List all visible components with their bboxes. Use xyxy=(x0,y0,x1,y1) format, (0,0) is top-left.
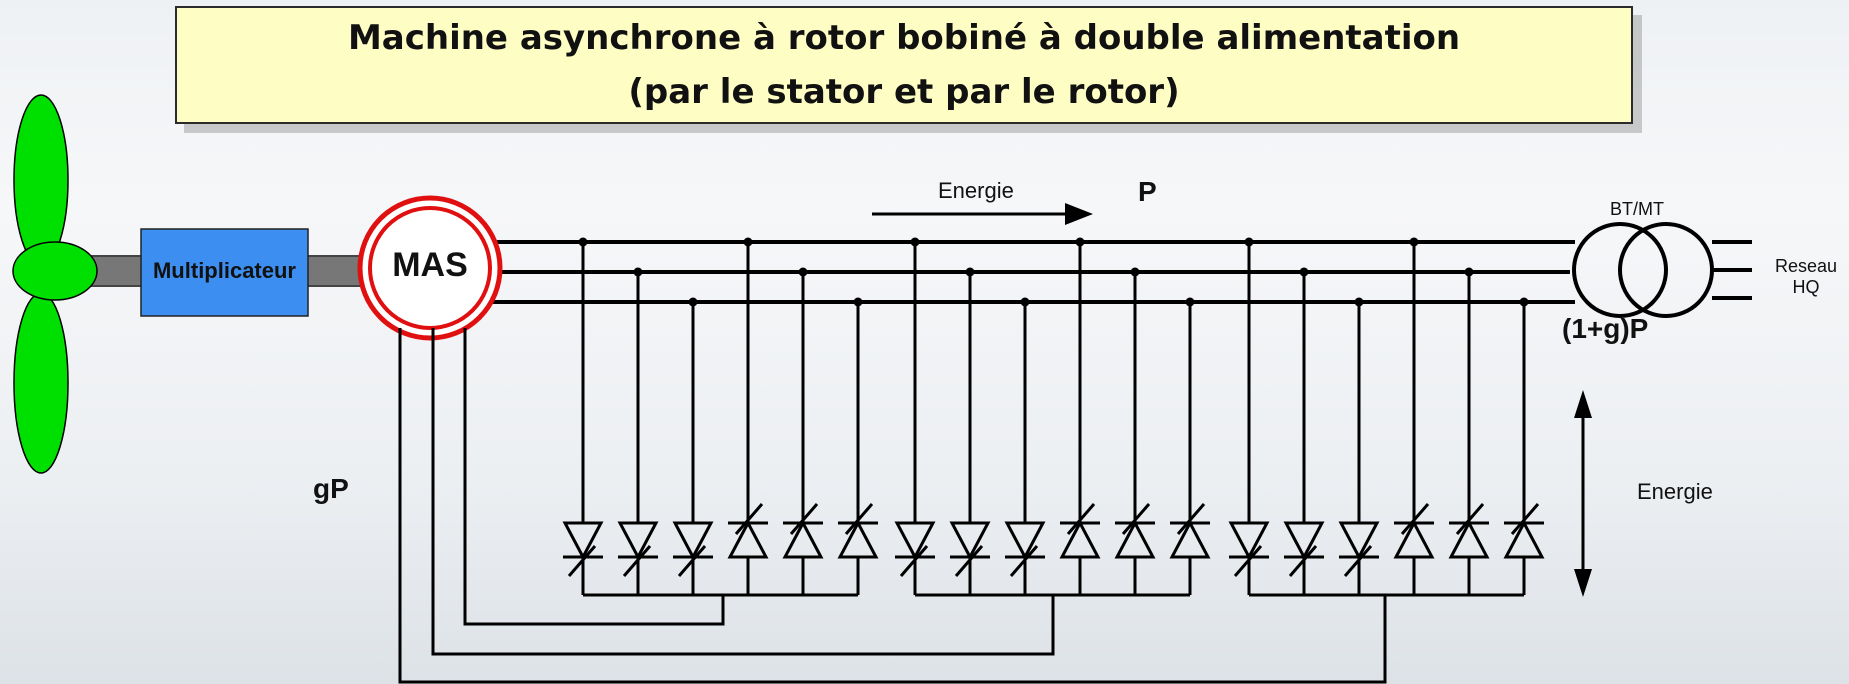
thyristor-icon xyxy=(1448,267,1490,595)
thyristor-icon xyxy=(1503,297,1545,595)
thyristor-icon xyxy=(1228,237,1270,595)
energy-arrow-vertical xyxy=(1574,390,1592,597)
reseau-line-1: Reseau xyxy=(1774,256,1838,276)
rotor-phase-wire xyxy=(431,328,1055,656)
energie-top-label: Energie xyxy=(938,178,1014,203)
thyristor-icon xyxy=(782,267,824,595)
thyristor-icon xyxy=(949,267,991,595)
multiplicateur-label: Multiplicateur xyxy=(152,258,296,283)
thyristor-icon xyxy=(1169,297,1211,595)
one-plus-g-p-label: (1+g)P xyxy=(1562,313,1649,344)
thyristor-icon xyxy=(562,237,604,595)
thyristor-icon xyxy=(1338,297,1380,595)
stator-lines xyxy=(490,240,1575,304)
rotor-phase-wire xyxy=(463,328,725,626)
thyristor-icon xyxy=(1393,237,1435,595)
bt-mt-label: BT/MT xyxy=(1610,199,1664,219)
title-line-2: (par le stator et par le rotor) xyxy=(628,72,1180,112)
mas-machine xyxy=(357,195,503,341)
reseau-label: Reseau HQ xyxy=(1772,256,1840,298)
thyristor-icon xyxy=(1283,267,1325,595)
thyristor-icon xyxy=(837,297,879,595)
energie-right-label: Energie xyxy=(1637,479,1713,504)
rotor-wires xyxy=(398,328,1387,684)
thyristor-icon xyxy=(672,297,714,595)
rotor-phase-wire xyxy=(398,328,1387,684)
thyristor-icon xyxy=(1114,267,1156,595)
energy-arrow-horizontal xyxy=(872,203,1093,225)
thyristor-icon xyxy=(894,237,936,595)
thyristor-icon xyxy=(1059,237,1101,595)
power-p-label: P xyxy=(1138,176,1157,207)
transformer-icon xyxy=(1572,222,1752,318)
rotor-converter xyxy=(562,237,1545,597)
multiplicateur-box xyxy=(140,228,309,317)
reseau-line-2: HQ xyxy=(1792,277,1820,297)
mas-label: MAS xyxy=(392,246,468,284)
diagram-title-box: Machine asynchrone à rotor bobiné à doub… xyxy=(175,6,1633,124)
wind-turbine-rotor-icon xyxy=(12,94,98,474)
gp-label: gP xyxy=(313,473,349,504)
thyristor-icon xyxy=(1004,297,1046,595)
title-line-1: Machine asynchrone à rotor bobiné à doub… xyxy=(347,18,1461,58)
thyristor-icon xyxy=(617,267,659,595)
thyristor-icon xyxy=(727,237,769,595)
